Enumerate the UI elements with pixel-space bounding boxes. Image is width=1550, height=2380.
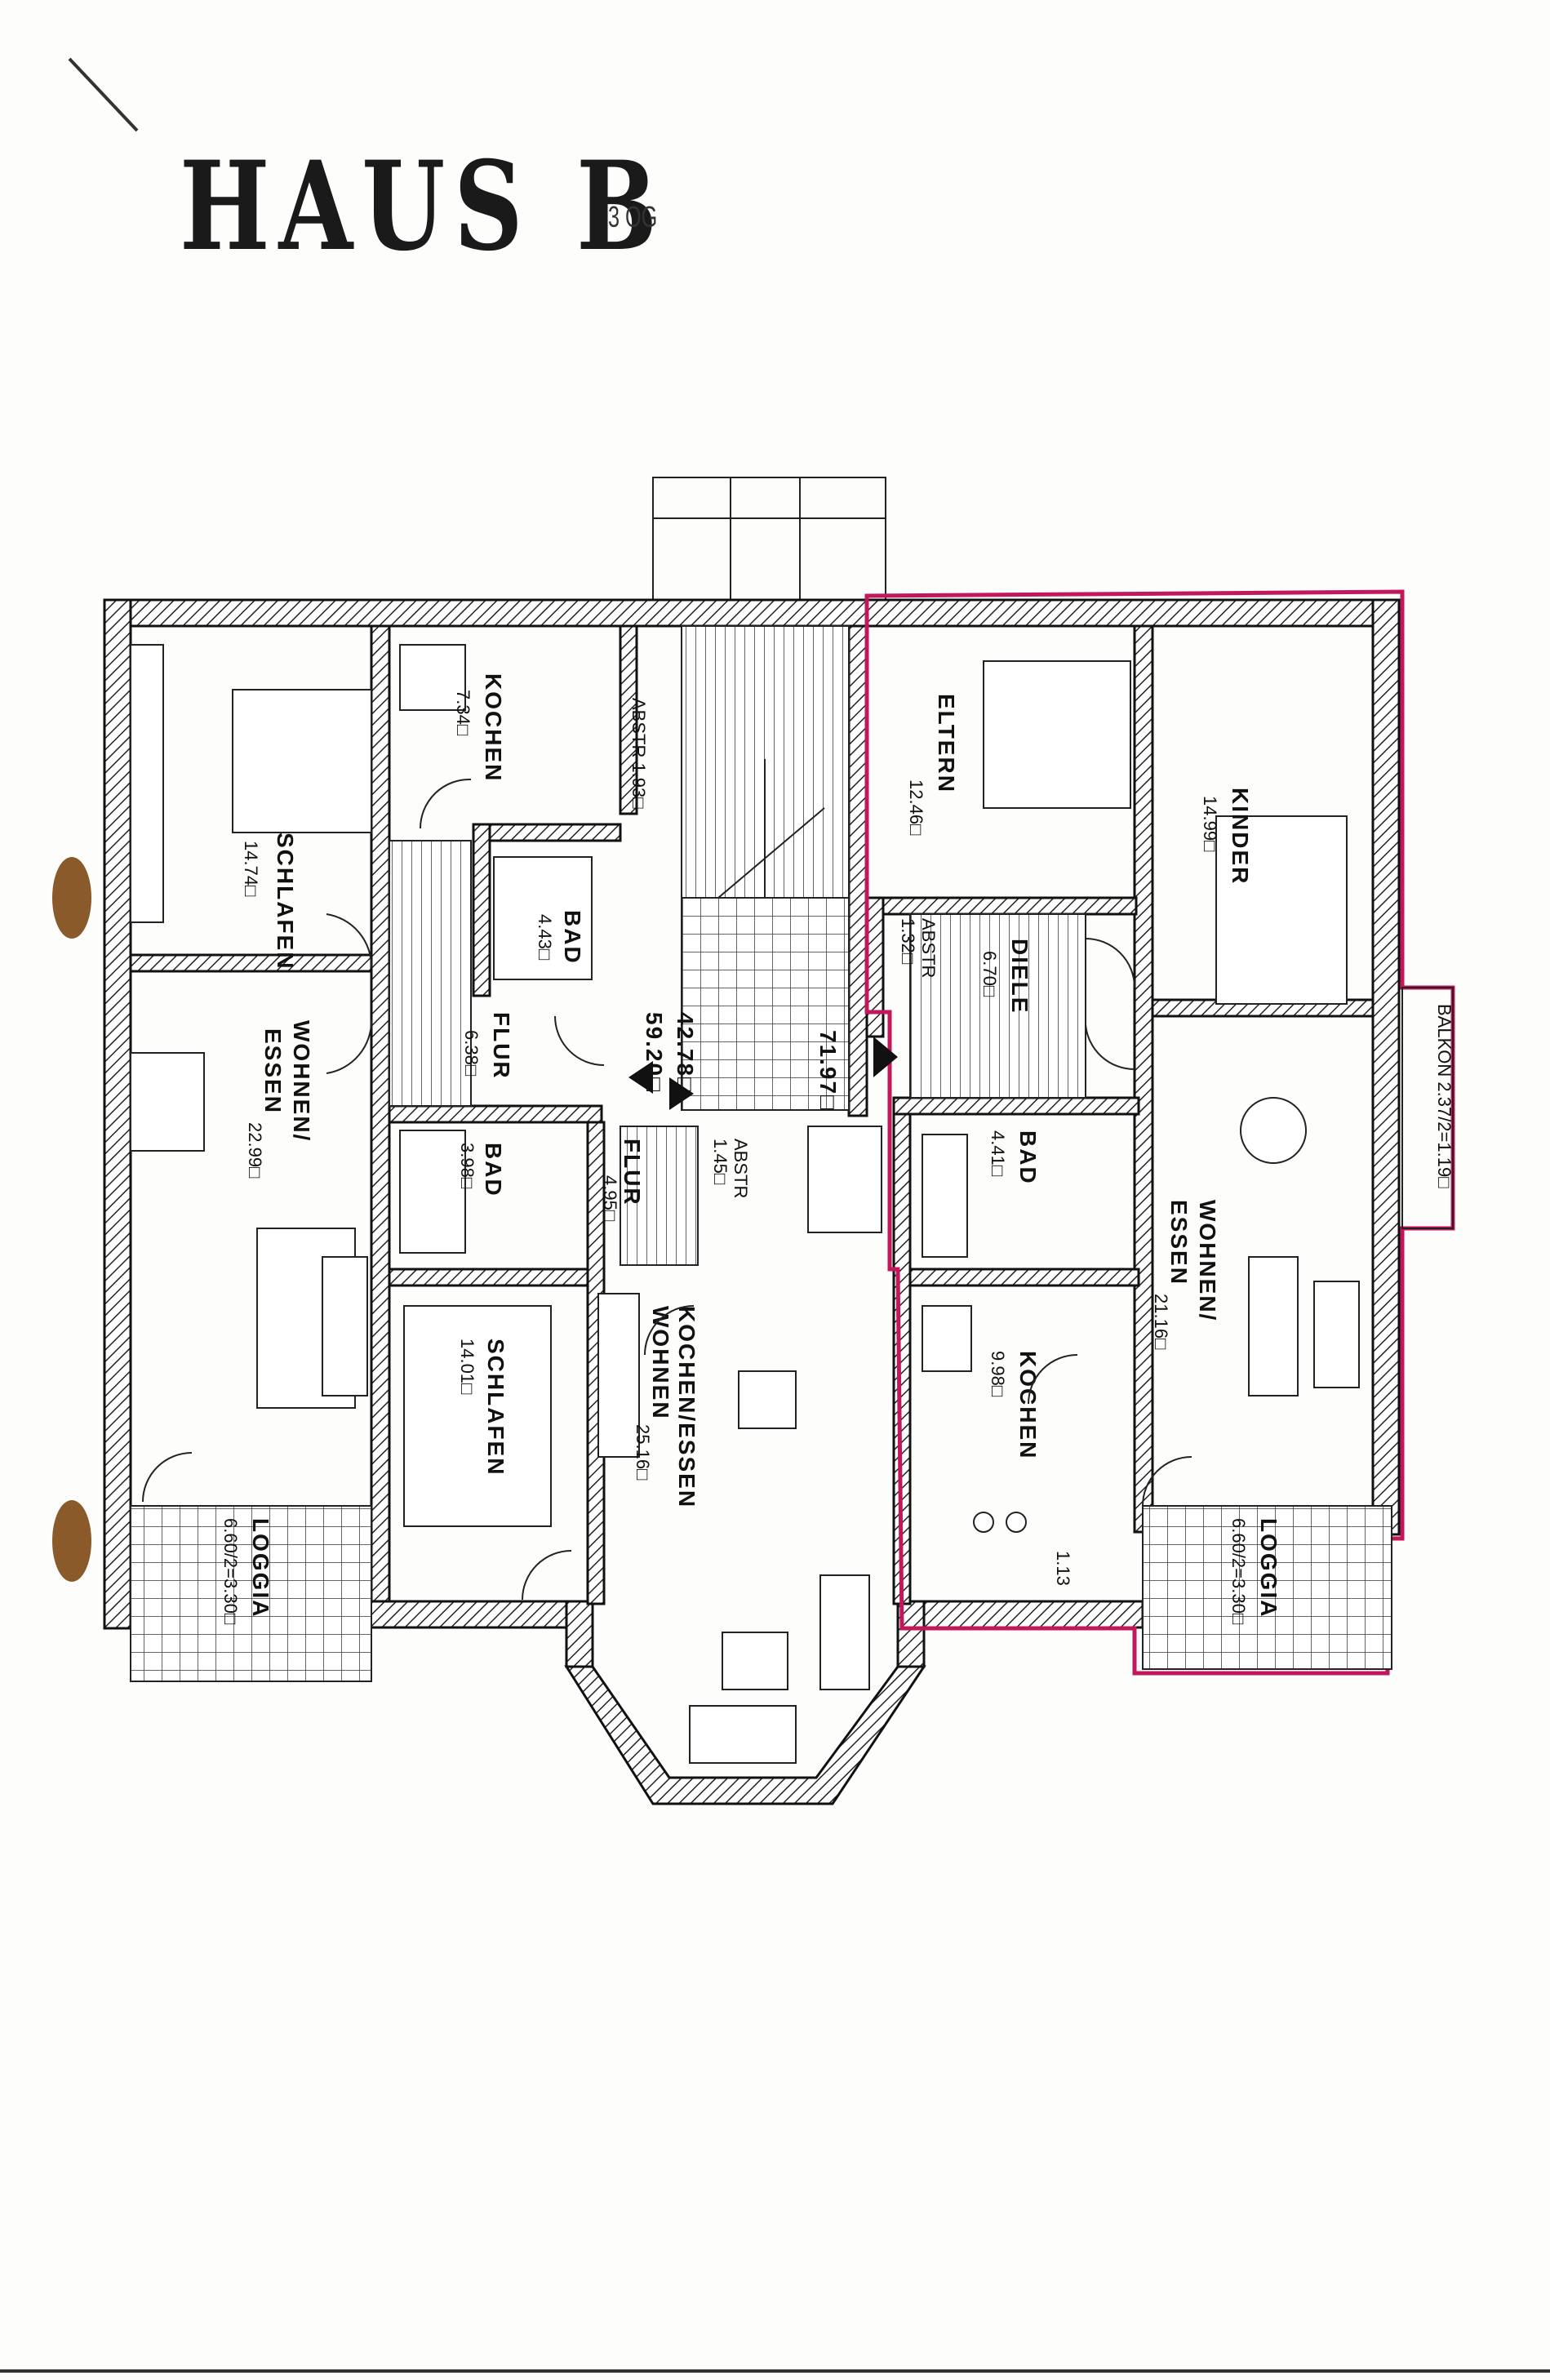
page-title: HAUS B	[180, 135, 666, 278]
area-kochen-left: 7.34□	[453, 690, 473, 735]
room-flur-left: FLUR	[489, 1012, 514, 1080]
area-bad-right: 4.41□	[988, 1130, 1008, 1176]
area-kinder: 14.99□	[1200, 796, 1220, 851]
flur-left-floor	[389, 840, 472, 1107]
area-abstr-mid: 1.45□	[710, 1139, 731, 1184]
room-wohnen-right-2: ESSEN	[1166, 1200, 1192, 1285]
area-bad-upper: 4.43□	[535, 914, 555, 960]
area-abstr-right: 1.32□	[898, 918, 918, 964]
balkon-frame	[1401, 987, 1454, 1229]
area-kochen-right: 9.98□	[988, 1351, 1008, 1396]
label-abstr-top: ABSTR 1.93□	[628, 698, 649, 809]
loggia-left-tiles	[130, 1505, 372, 1682]
pen-stroke	[68, 57, 139, 132]
room-flur-mid: FLUR	[620, 1139, 645, 1206]
total-left-unit: 42.78□	[673, 1012, 698, 1093]
unit-marker-mid	[669, 1077, 694, 1110]
area-kochen-wohnen: 25.16□	[633, 1424, 653, 1480]
loggia-right-tiles	[1142, 1505, 1392, 1670]
area-eltern: 12.46□	[906, 779, 926, 835]
binder-tab-top	[52, 857, 91, 939]
room-kochen-wohnen: KOCHEN/ESSEN	[674, 1306, 699, 1508]
room-bad-right: BAD	[1015, 1130, 1041, 1185]
room-bad-mid: BAD	[481, 1143, 506, 1197]
room-diele: DIELE	[1007, 939, 1033, 1014]
area-loggia-right: 6.60/2=3.30□	[1228, 1518, 1249, 1624]
label-abstr-right: ABSTR	[918, 918, 939, 978]
room-kochen-left: KOCHEN	[481, 673, 506, 782]
flur-mid-floor	[620, 1126, 699, 1266]
area-wohnen-left: 22.99□	[245, 1122, 265, 1178]
area-loggia-left: 6.60/2=3.30□	[220, 1518, 241, 1624]
roof-grid	[652, 477, 886, 601]
room-kochen-wohnen-2: WOHNEN	[648, 1306, 673, 1420]
title-haus: HAUS	[180, 135, 532, 278]
room-wohnen-right: WOHNEN/	[1195, 1200, 1220, 1321]
furniture-mid	[403, 1293, 870, 1764]
floor-label: 3 OG	[608, 200, 658, 233]
label-step-note: 1.13	[1053, 1551, 1073, 1586]
room-wohnen-left: WOHNEN/	[289, 1020, 314, 1142]
room-bad-upper: BAD	[560, 910, 585, 965]
diele-floor	[909, 913, 1086, 1099]
area-wohnen-right: 21.16□	[1151, 1294, 1171, 1349]
room-kochen-right: KOCHEN	[1015, 1351, 1041, 1459]
area-bad-mid: 3.98□	[457, 1143, 477, 1188]
room-loggia-right: LOGGIA	[1256, 1518, 1281, 1618]
area-flur-mid: 4.95□	[600, 1175, 620, 1221]
room-wohnen-left-2: ESSEN	[260, 1028, 286, 1114]
room-eltern: ELTERN	[934, 694, 959, 793]
unit-marker-left	[628, 1061, 653, 1094]
binder-tab-bottom	[52, 1500, 91, 1582]
title-letter: B	[576, 135, 666, 278]
label-abstr-mid: ABSTR	[731, 1139, 751, 1198]
room-kinder: KINDER	[1228, 788, 1253, 885]
total-right-unit: 71.97□	[815, 1030, 841, 1111]
room-loggia-left: LOGGIA	[248, 1518, 273, 1618]
area-diele: 6.70□	[979, 951, 1000, 997]
elevator	[807, 1126, 882, 1233]
area-schlafen-left: 14.74□	[241, 841, 261, 896]
outer-walls	[103, 598, 1401, 1805]
furniture-right	[922, 660, 1360, 1533]
room-schlafen-mid: SCHLAFEN	[483, 1339, 509, 1476]
unit-marker-right	[873, 1037, 898, 1077]
stair-landing	[681, 897, 850, 1111]
label-balkon: BALKON 2.37/2=1.19□	[1434, 1004, 1455, 1188]
furniture-left	[130, 644, 593, 1409]
area-flur-left: 6.38□	[461, 1030, 482, 1076]
door-swings	[142, 778, 1192, 1601]
room-schlafen-left: SCHLAFEN	[273, 833, 298, 970]
area-schlafen-mid: 14.01□	[457, 1339, 477, 1394]
